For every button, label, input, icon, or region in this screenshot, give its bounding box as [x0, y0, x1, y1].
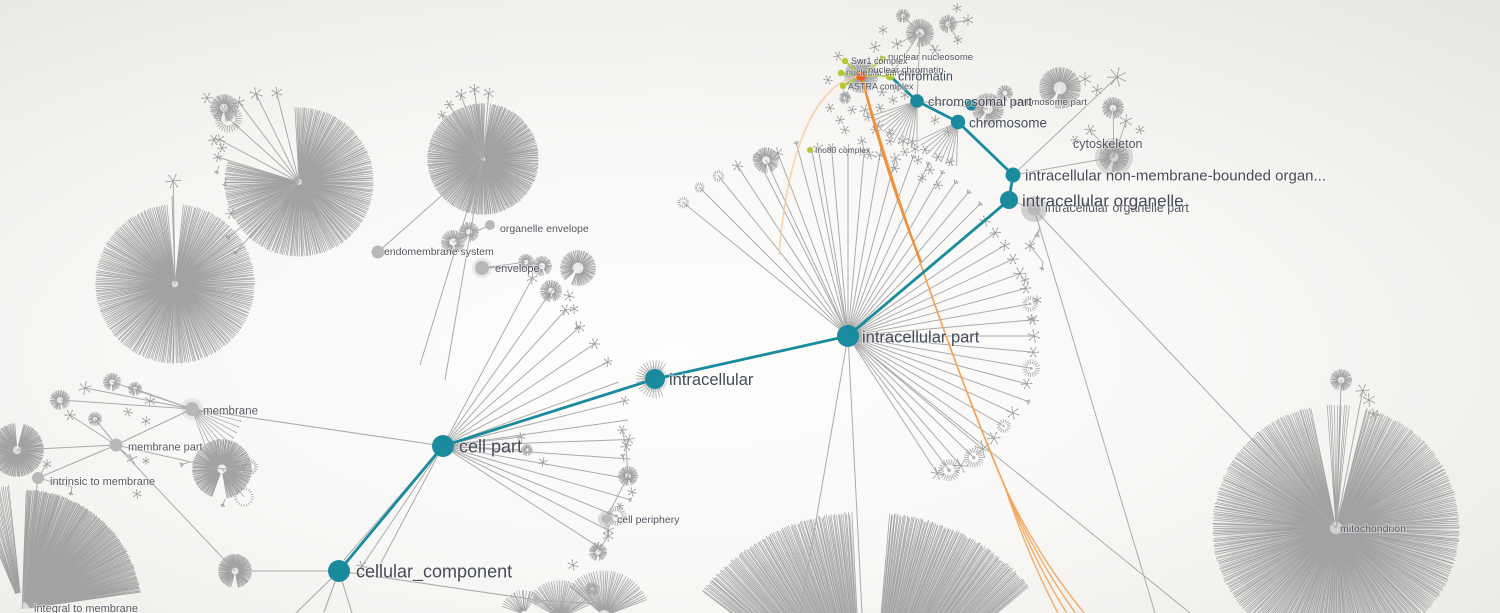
svg-text:cell part: cell part	[459, 437, 522, 457]
svg-text:envelope: envelope	[495, 263, 540, 275]
svg-text:chromosomal part: chromosomal part	[928, 94, 1032, 109]
svg-text:membrane part: membrane part	[128, 442, 203, 454]
svg-text:membrane: membrane	[203, 406, 258, 418]
svg-text:nuclear chromatin: nuclear chromatin	[868, 65, 944, 76]
svg-text:cell periphery: cell periphery	[617, 514, 680, 526]
svg-text:intracellular organelle: intracellular organelle	[1022, 192, 1184, 211]
svg-text:nuclear nucleosome: nuclear nucleosome	[888, 52, 973, 63]
svg-text:intracellular non-membrane-bou: intracellular non-membrane-bounded organ…	[1025, 168, 1326, 185]
svg-text:cellular_component: cellular_component	[356, 562, 512, 583]
svg-text:Ino80 complex: Ino80 complex	[815, 145, 871, 155]
svg-text:chromatin: chromatin	[898, 70, 953, 84]
svg-text:mitochondrion: mitochondrion	[1340, 523, 1406, 535]
svg-text:Swr1 complex: Swr1 complex	[851, 56, 908, 66]
svg-text:cytoskeleton: cytoskeleton	[1073, 137, 1143, 151]
svg-text:chromosome: chromosome	[969, 116, 1047, 131]
svg-text:intracellular organelle part: intracellular organelle part	[1045, 201, 1189, 215]
svg-text:endomembrane system: endomembrane system	[384, 246, 494, 258]
svg-text:nucleolar chromatin: nucleolar chromatin	[846, 68, 925, 78]
svg-text:intracellular part: intracellular part	[862, 329, 980, 347]
svg-text:intrinsic to membrane: intrinsic to membrane	[50, 476, 155, 488]
svg-text:organelle envelope: organelle envelope	[500, 223, 589, 235]
svg-text:intracellular: intracellular	[669, 371, 754, 389]
svg-text:integral to membrane: integral to membrane	[34, 603, 138, 613]
svg-text:ASTRA complex: ASTRA complex	[848, 82, 914, 92]
svg-text:chromosome part: chromosome part	[1013, 97, 1087, 108]
